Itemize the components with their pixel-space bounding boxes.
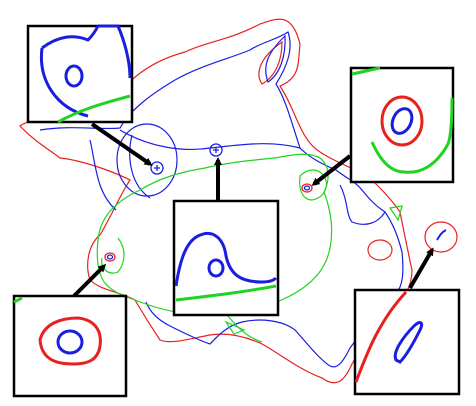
red-far-right-loop — [424, 221, 458, 253]
blue-middle-boundary — [39, 31, 404, 368]
blue-cross-marker-top — [209, 143, 223, 157]
inset-top-right — [349, 66, 455, 184]
blue-red-marker-right — [301, 183, 313, 193]
inset-bottom-right — [353, 288, 461, 396]
inset-center — [172, 199, 280, 317]
arrow-top-left — [90, 122, 153, 166]
inset-top-left — [26, 24, 134, 124]
inset-bottom-left — [12, 294, 128, 398]
arrow-bottom-left — [72, 263, 107, 298]
blue-red-marker-left — [104, 252, 116, 262]
blue-cross-marker-left — [150, 161, 164, 175]
arrow-bottom-right — [408, 247, 434, 290]
green-inner-boundary — [96, 153, 333, 316]
red-small-loop — [367, 239, 393, 261]
arrow-top-right — [311, 154, 352, 186]
blue-hook-marker-far-right — [436, 229, 447, 241]
